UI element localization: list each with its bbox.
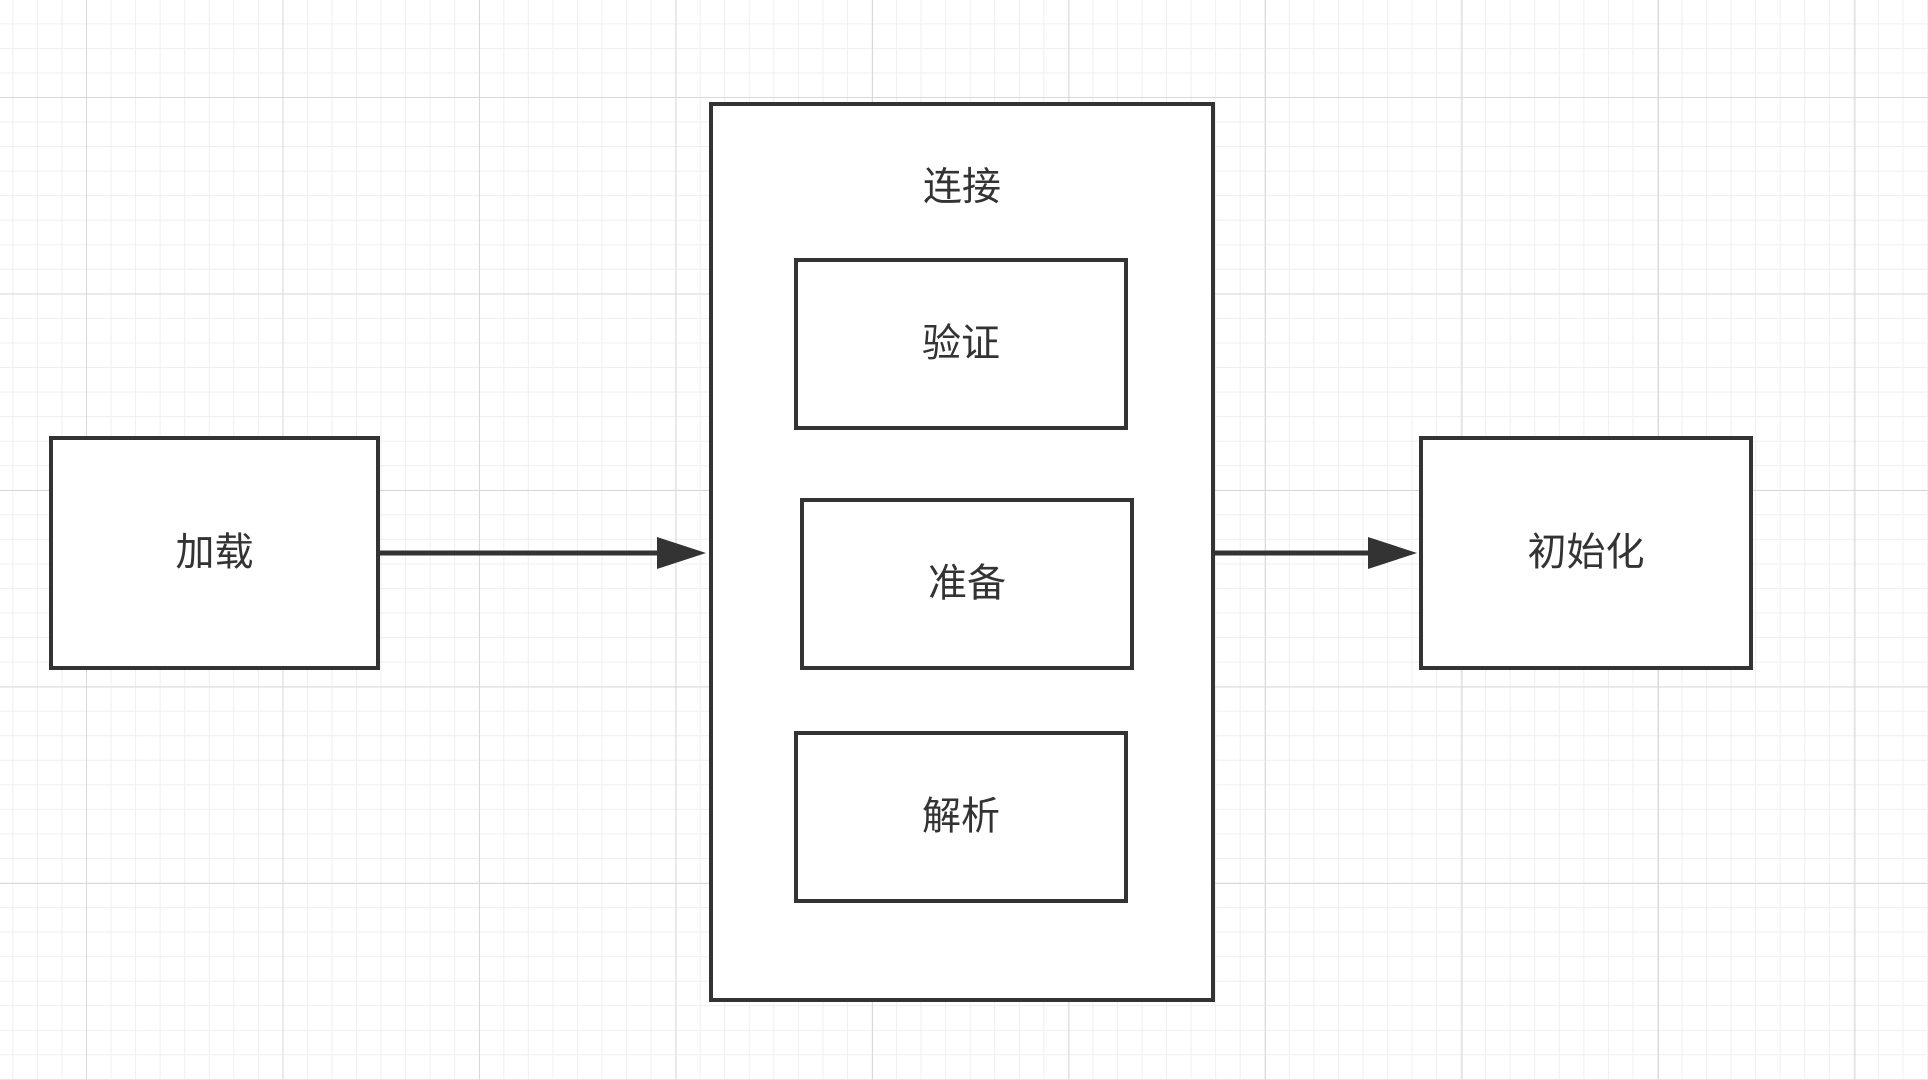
edge-link-to-init <box>1213 537 1417 569</box>
node-resolve-label: 解析 <box>921 794 1000 840</box>
node-load: 加载 <box>49 436 380 670</box>
edge-load-to-link-arrowhead <box>657 537 706 569</box>
node-resolve: 解析 <box>794 731 1128 903</box>
node-init: 初始化 <box>1419 436 1753 670</box>
node-prepare-label: 准备 <box>927 561 1006 607</box>
edge-load-to-link <box>379 537 706 569</box>
node-verify-label: 验证 <box>921 321 1000 367</box>
node-link-label: 连接 <box>922 165 1001 210</box>
node-init-label: 初始化 <box>1527 530 1645 576</box>
node-prepare: 准备 <box>800 498 1134 670</box>
edge-link-to-init-arrowhead <box>1368 537 1417 569</box>
node-load-label: 加载 <box>175 530 254 576</box>
node-verify: 验证 <box>794 258 1128 430</box>
